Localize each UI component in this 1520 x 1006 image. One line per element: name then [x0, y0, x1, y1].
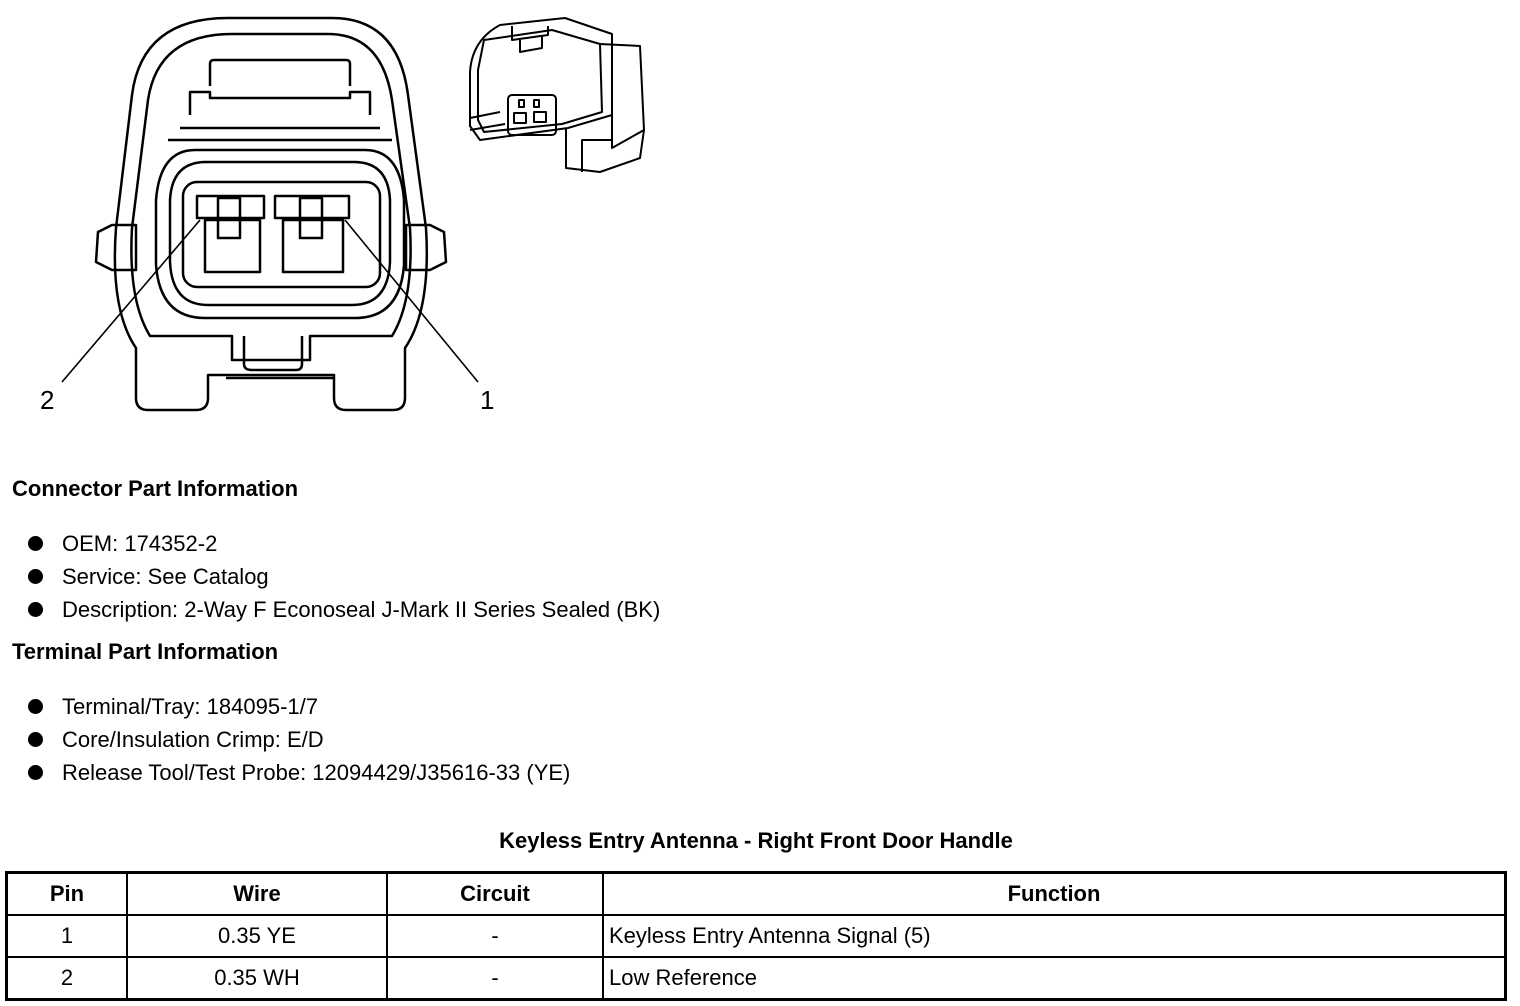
column-header-pin: Pin	[5, 871, 128, 916]
pin-cell: 1	[5, 914, 128, 958]
bullet-icon	[28, 732, 43, 747]
pin-2-leader-line	[61, 219, 201, 383]
connector-part-info-heading: Connector Part Information	[12, 476, 299, 501]
terminal-crimp: Core/Insulation Crimp: E/D	[62, 727, 324, 752]
terminal-part-info-list: Terminal/Tray: 184095-1/7 Core/Insulatio…	[28, 690, 570, 789]
terminal-release-tool: Release Tool/Test Probe: 12094429/J35616…	[62, 760, 571, 785]
table-header-row: Pin Wire Circuit Function	[5, 871, 1507, 916]
terminal-part-info-heading: Terminal Part Information	[12, 639, 279, 664]
list-item: Service: See Catalog	[28, 560, 660, 593]
pin-cell: 2	[5, 956, 128, 1001]
bullet-icon	[28, 602, 43, 617]
connector-oem: OEM: 174352-2	[62, 531, 218, 556]
column-header-wire: Wire	[126, 871, 388, 916]
wire-cell: 0.35 WH	[126, 956, 388, 1001]
circuit-cell: -	[386, 914, 604, 958]
list-item: Terminal/Tray: 184095-1/7	[28, 690, 570, 723]
function-cell: Keyless Entry Antenna Signal (5)	[602, 914, 1507, 958]
bullet-icon	[28, 569, 43, 584]
bullet-icon	[28, 536, 43, 551]
bullet-icon	[28, 699, 43, 714]
column-header-function: Function	[602, 871, 1507, 916]
list-item: OEM: 174352-2	[28, 527, 660, 560]
pin-2-callout: 2	[40, 385, 54, 415]
list-item: Core/Insulation Crimp: E/D	[28, 723, 570, 756]
list-item: Release Tool/Test Probe: 12094429/J35616…	[28, 756, 570, 789]
connector-perspective-drawing	[469, 17, 645, 173]
connector-description: Description: 2-Way F Econoseal J-Mark II…	[62, 597, 661, 622]
list-item: Description: 2-Way F Econoseal J-Mark II…	[28, 593, 660, 626]
connector-part-info-list: OEM: 174352-2 Service: See Catalog Descr…	[28, 527, 660, 626]
function-cell: Low Reference	[602, 956, 1507, 1001]
terminal-tray: Terminal/Tray: 184095-1/7	[62, 694, 318, 719]
connector-service: Service: See Catalog	[62, 564, 269, 589]
pin-1-leader-line	[344, 219, 479, 383]
pin-1-callout: 1	[480, 385, 494, 415]
table-row: 2 0.35 WH - Low Reference	[5, 956, 1507, 1001]
connector-face-drawing: 2 1	[40, 16, 645, 415]
table-row: 1 0.35 YE - Keyless Entry Antenna Signal…	[5, 914, 1507, 958]
pin-table-title: Keyless Entry Antenna - Right Front Door…	[499, 828, 1013, 853]
pin-table: Pin Wire Circuit Function 1 0.35 YE - Ke…	[5, 871, 1507, 1001]
connector-face	[94, 16, 448, 412]
column-header-circuit: Circuit	[386, 871, 604, 916]
wire-cell: 0.35 YE	[126, 914, 388, 958]
pin-leader-lines	[61, 219, 479, 383]
bullet-icon	[28, 765, 43, 780]
circuit-cell: -	[386, 956, 604, 1001]
